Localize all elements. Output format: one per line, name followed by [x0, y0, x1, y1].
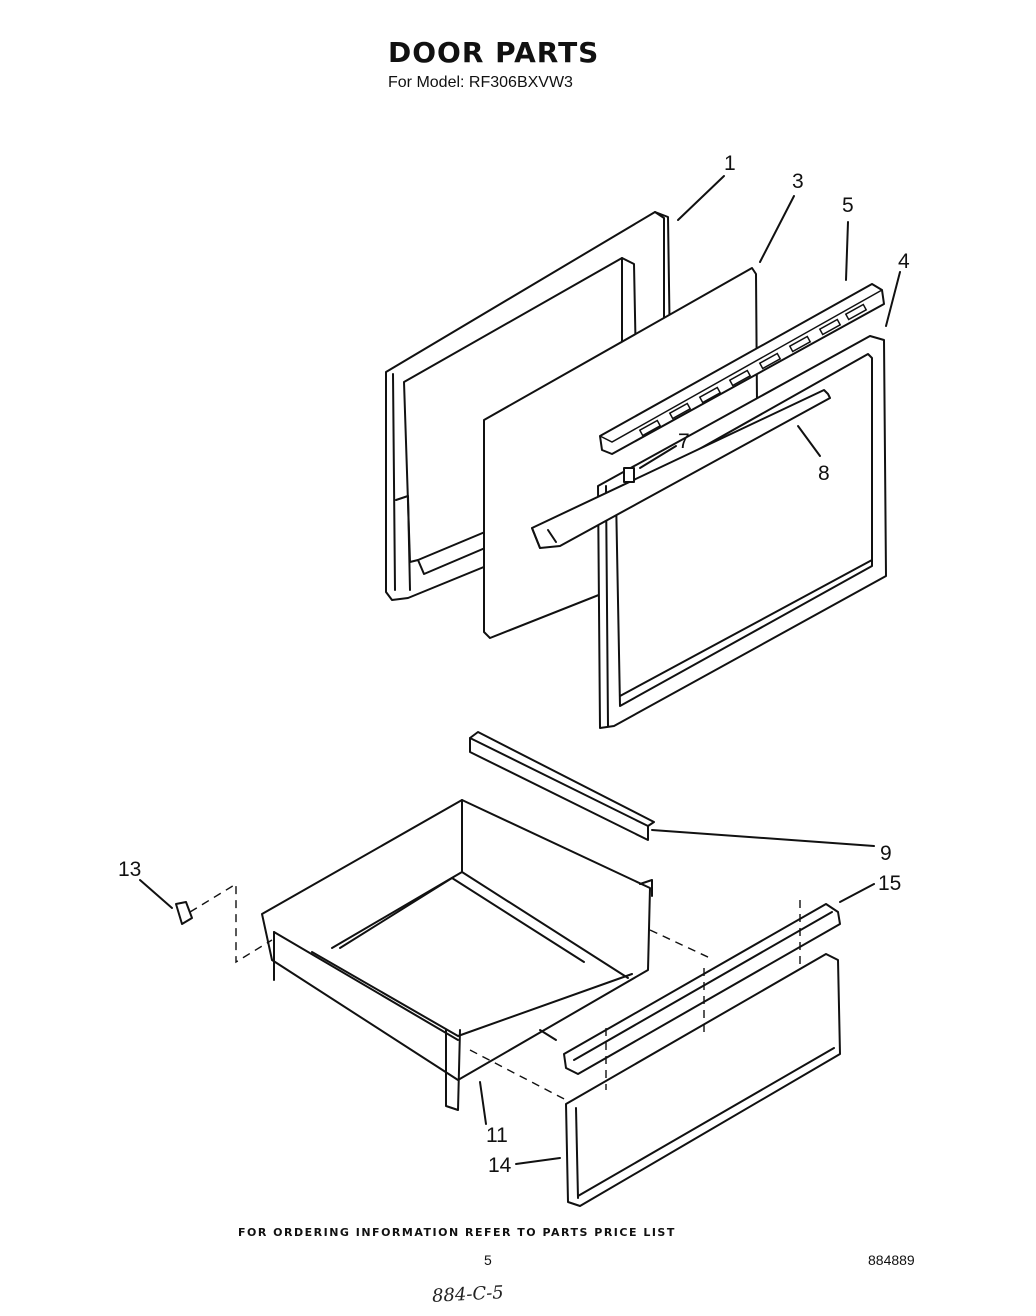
callout-3: 3 [792, 170, 804, 193]
callout-4: 4 [898, 250, 910, 273]
part-5-vent-trim [599, 283, 885, 455]
callout-5: 5 [842, 194, 854, 217]
model-subtitle: For Model: RF306BXVW3 [388, 74, 573, 91]
part-11-drawer-body [261, 799, 653, 1111]
ordering-note: FOR ORDERING INFORMATION REFER TO PARTS … [238, 1226, 676, 1239]
callout-8: 8 [818, 462, 830, 485]
part-7-clip [623, 467, 635, 483]
callout-13: 13 [118, 858, 141, 881]
callout-14: 14 [488, 1154, 512, 1177]
part-8-handle [531, 389, 831, 549]
assembly-lines [189, 882, 801, 1103]
document-code: 884889 [868, 1252, 915, 1268]
part-13-clip [175, 901, 193, 925]
handwritten-note: 884-C-5 [431, 1282, 505, 1307]
page-title: DOOR PARTS [388, 36, 600, 69]
part-9-rail [469, 731, 655, 841]
part-14-drawer-front [565, 953, 841, 1207]
callout-11: 11 [486, 1124, 508, 1147]
callout-9: 9 [880, 842, 892, 865]
part-15-bracket [563, 903, 841, 1075]
callout-7: 7 [678, 430, 690, 453]
callout-1: 1 [724, 152, 736, 175]
part-4-inner-frame [597, 335, 887, 729]
leader-arrows [139, 175, 901, 1165]
page-number: 5 [484, 1252, 492, 1268]
callout-15: 15 [878, 872, 901, 895]
